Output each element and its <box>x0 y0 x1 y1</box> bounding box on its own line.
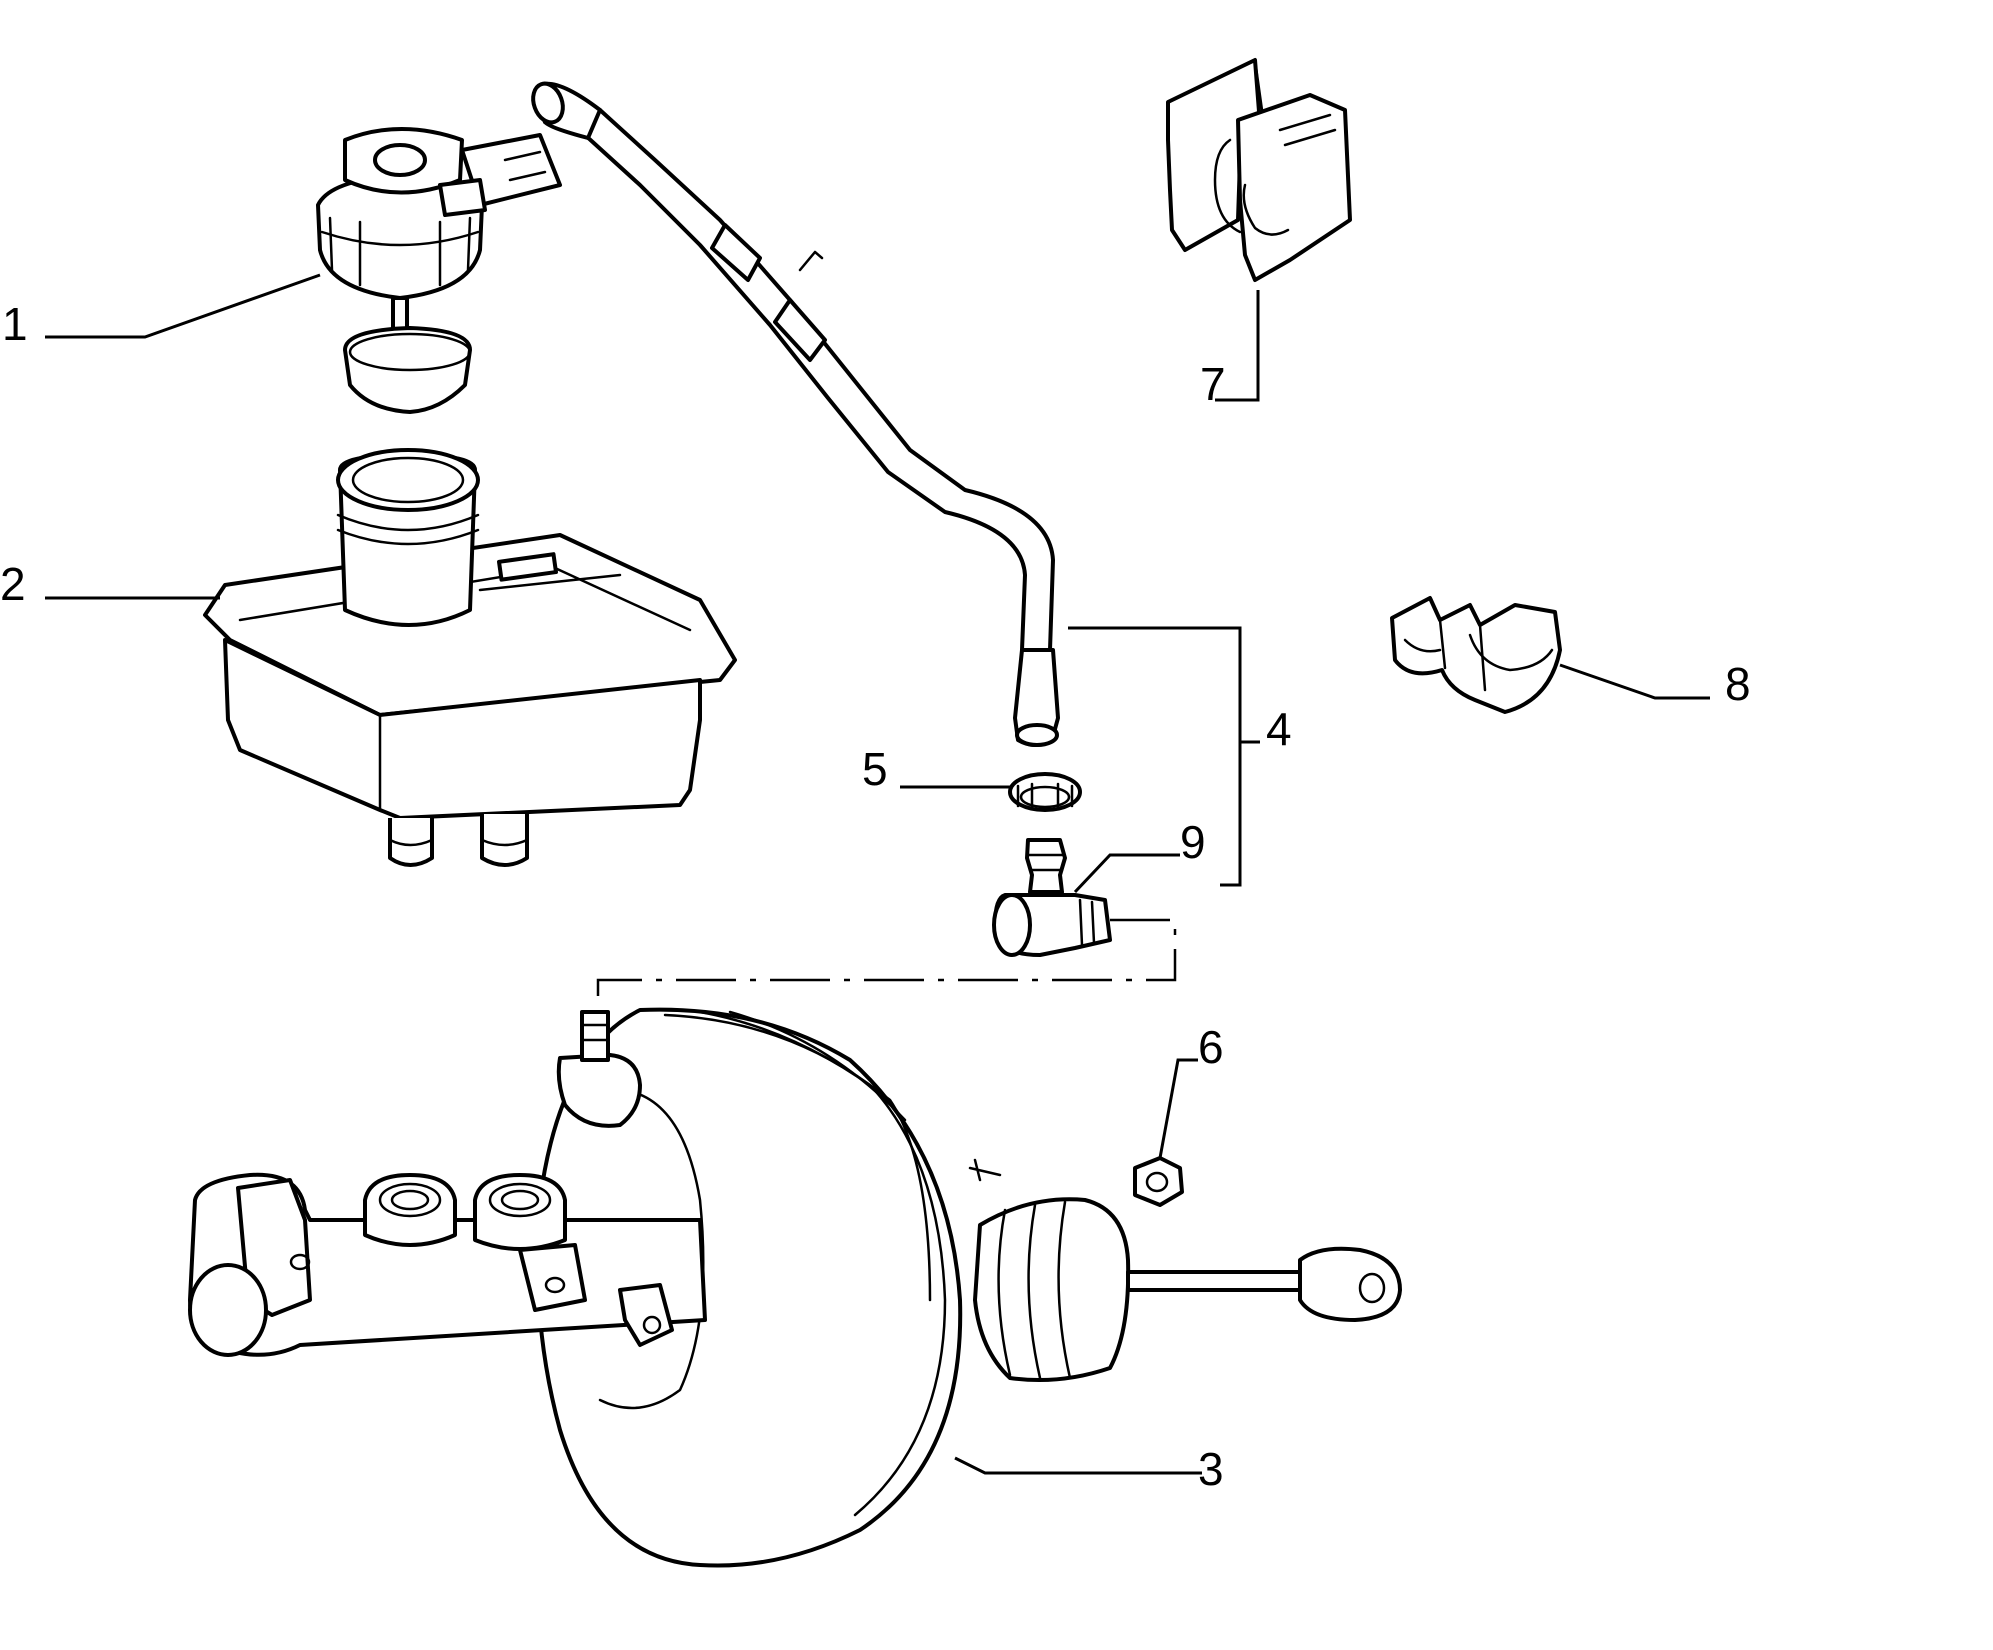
vacuum-connector <box>992 838 1112 957</box>
hose-clamp <box>1008 772 1082 812</box>
double-pipe-clip <box>1166 58 1352 282</box>
callout-6: 6 <box>1198 1021 1224 1073</box>
pipe-clip <box>1390 596 1562 714</box>
vacuum-hose <box>531 81 1060 747</box>
callouts: 1 2 3 4 5 6 7 8 9 <box>0 298 1751 1495</box>
callout-7: 7 <box>1200 358 1226 410</box>
callout-9: 9 <box>1180 816 1206 868</box>
fluid-reservoir <box>203 448 737 867</box>
callout-2: 2 <box>0 558 26 610</box>
callout-8: 8 <box>1725 658 1751 710</box>
reservoir-cap-sensor <box>316 127 562 414</box>
callout-4: 4 <box>1266 703 1292 755</box>
leader-lines <box>45 273 1710 1475</box>
brake-booster-assembly <box>188 1007 1402 1568</box>
assembly-line <box>596 918 1177 1005</box>
callout-3: 3 <box>1198 1443 1224 1495</box>
nut <box>1133 1156 1184 1207</box>
callout-1: 1 <box>2 298 28 350</box>
callout-5: 5 <box>862 743 888 795</box>
